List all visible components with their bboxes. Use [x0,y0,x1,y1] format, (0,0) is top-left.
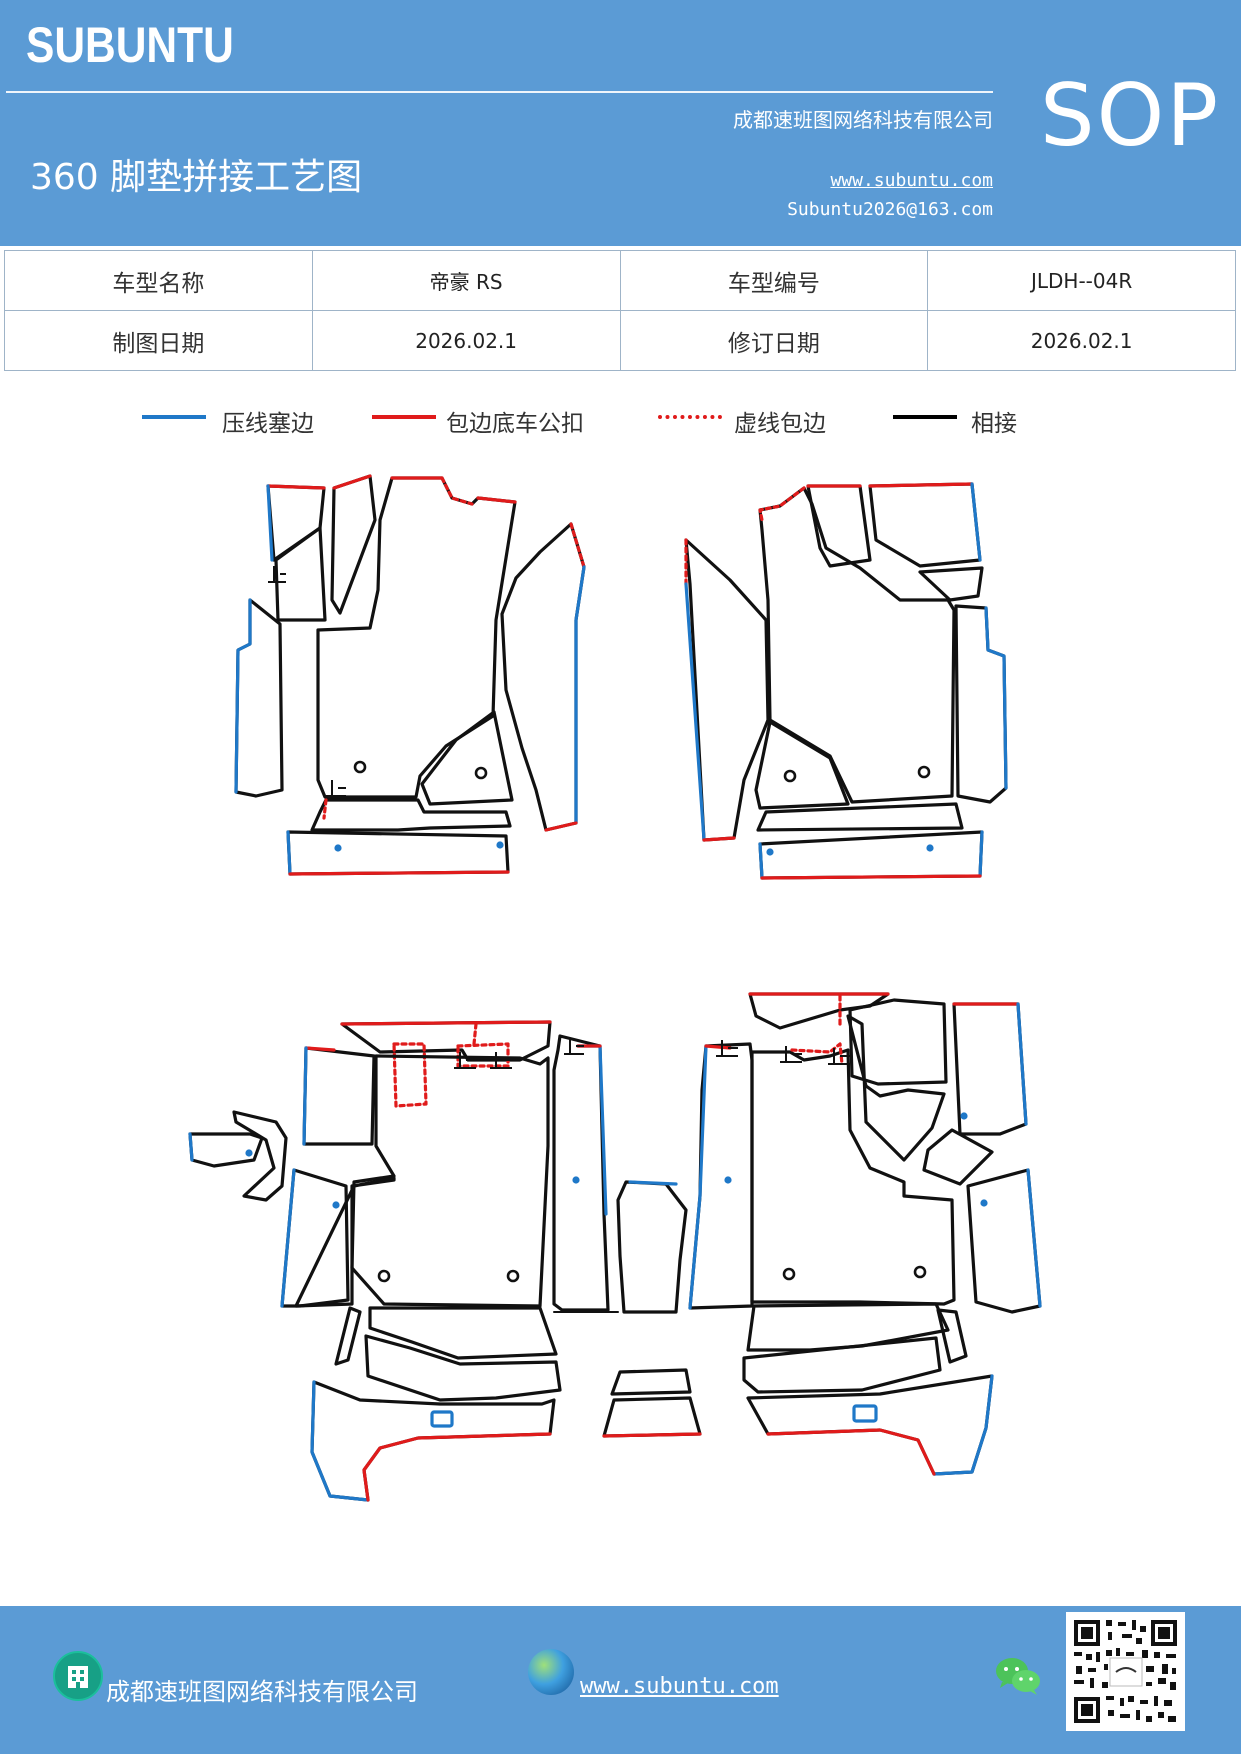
footer-company: 成都速班图网络科技有限公司 [106,1678,418,1706]
brand-logo: SUBUNTU [26,17,234,73]
floor-mat-diagram [188,474,1042,1502]
legend-swatch-red [372,415,436,419]
footer-website-link[interactable]: www.subuntu.com [580,1674,779,1699]
rear-right-mats [688,992,1042,1476]
rear-center-mats [553,1180,702,1438]
model-name-value: 帝豪 RS [311,250,621,311]
legend-label: 虚线包边 [734,411,826,437]
wechat-icon[interactable] [994,1654,1042,1698]
header-divider [6,91,993,93]
globe-icon [528,1649,574,1695]
draw-date-value: 2026.02.1 [311,310,621,371]
legend-swatch-black [893,415,957,419]
sop-mark: SOP [1040,66,1221,166]
front-right-mat [684,482,1008,880]
legend-label: 相接 [971,411,1017,437]
revise-date-label: 修订日期 [619,310,929,371]
table-row: 车型名称 帝豪 RS 车型编号 JLDH--04R [4,250,1236,311]
table-row: 制图日期 2026.02.1 修订日期 2026.02.1 [4,310,1236,371]
info-table: 车型名称 帝豪 RS 车型编号 JLDH--04R 制图日期 2026.02.1… [4,250,1236,371]
revise-date-value: 2026.02.1 [927,310,1236,371]
snap-dot-icon [245,841,988,1209]
legend: 压线塞边 包边底车公扣 虚线包边 相接 [0,404,1241,437]
header-email[interactable]: Subuntu2026@163.com [787,199,993,220]
page-title: 360 脚垫拼接工艺图 [30,157,363,198]
draw-date-label: 制图日期 [4,310,313,371]
model-code-value: JLDH--04R [927,250,1236,311]
model-name-label: 车型名称 [4,250,313,311]
qr-code-icon [1066,1612,1185,1731]
legend-label: 压线塞边 [222,411,314,437]
legend-swatch-blue [142,415,206,419]
front-left-mat [234,474,586,876]
legend-label: 包边底车公扣 [446,411,584,437]
hole-icon [353,760,931,1283]
page-footer: 成都速班图网络科技有限公司 www.subuntu.com [0,1606,1241,1754]
header-website-link[interactable]: www.subuntu.com [830,170,993,191]
page-header: SUBUNTU 成都速班图网络科技有限公司 360 脚垫拼接工艺图 www.su… [0,0,1241,246]
model-code-label: 车型编号 [619,250,929,311]
legend-swatch-red-dotted [658,415,722,419]
rear-left-mats [188,1020,610,1502]
stop-mark-icon [268,566,850,1069]
building-icon [53,1651,103,1701]
header-company: 成都速班图网络科技有限公司 [733,108,993,132]
